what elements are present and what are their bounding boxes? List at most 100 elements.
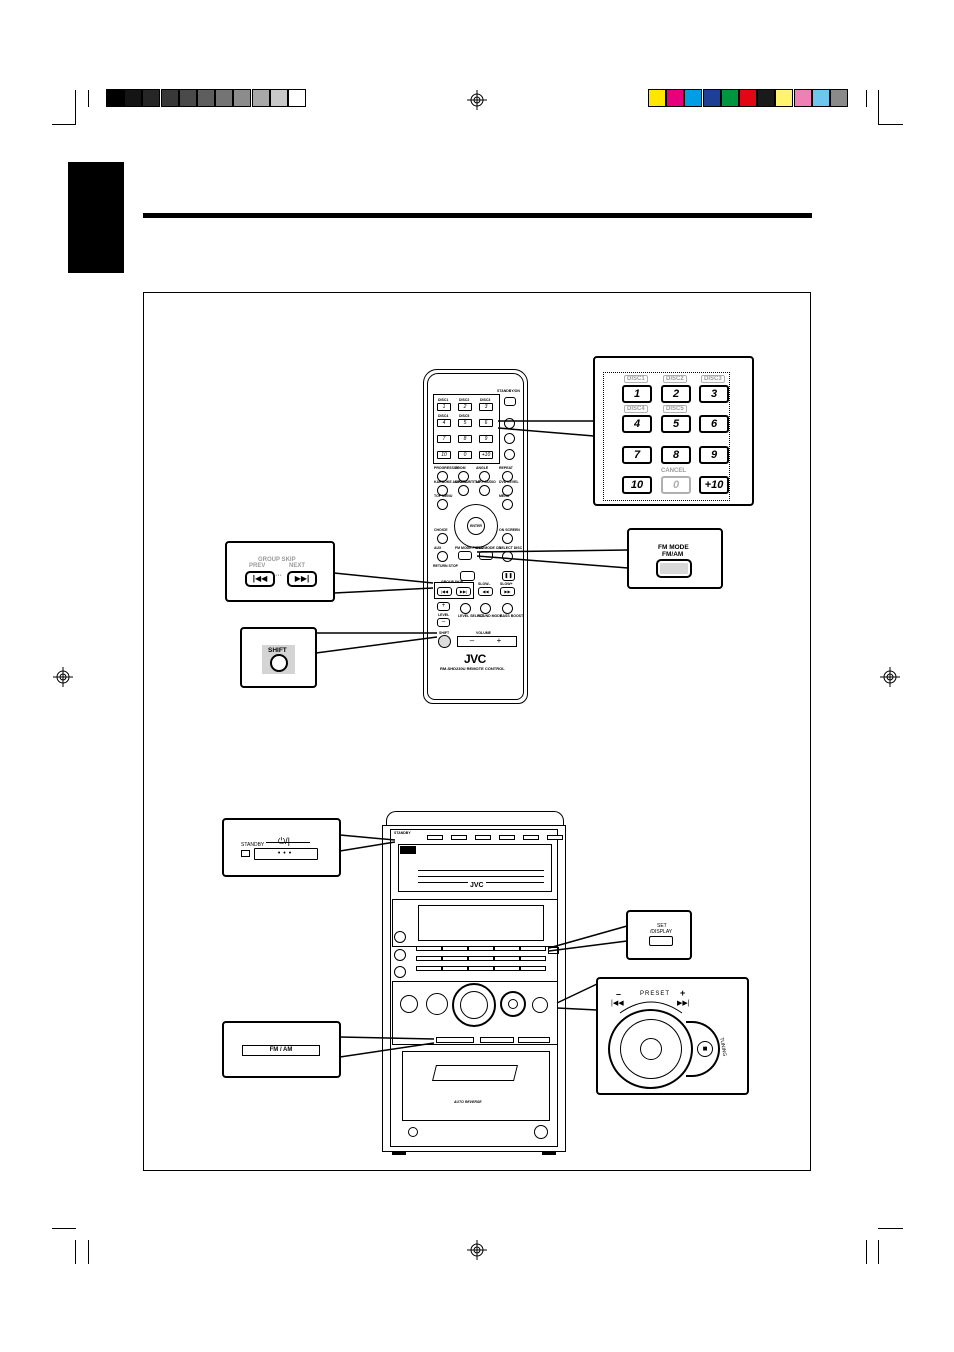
disc-key-6[interactable]: 6 <box>699 415 729 433</box>
side-round-button[interactable] <box>394 966 406 978</box>
remote-number-key[interactable]: 4 <box>437 419 451 427</box>
remote-level-minus-button[interactable]: – <box>437 618 450 627</box>
function-button[interactable] <box>494 966 520 971</box>
remote-function-button[interactable] <box>437 551 448 562</box>
function-button[interactable] <box>494 946 520 951</box>
fm-mode-button[interactable] <box>656 559 692 578</box>
demo-button[interactable] <box>534 1125 548 1139</box>
remote-next-button[interactable]: ▶▶| <box>456 587 471 596</box>
remote-function-button[interactable] <box>437 485 448 496</box>
function-button[interactable] <box>416 966 442 971</box>
function-button[interactable] <box>494 956 520 961</box>
remote-function-button[interactable] <box>437 499 448 510</box>
remote-function-button[interactable] <box>437 471 448 482</box>
set-display-button[interactable] <box>649 936 673 946</box>
unit-tape-button[interactable] <box>480 1037 514 1043</box>
disc-key-0[interactable]: 0 <box>661 476 691 494</box>
standby-button[interactable]: ••• <box>254 848 318 860</box>
disc-select-button[interactable] <box>427 835 443 840</box>
function-button[interactable] <box>520 956 546 961</box>
function-button[interactable] <box>442 946 468 951</box>
remote-number-key[interactable]: 9 <box>479 435 493 443</box>
remote-volume-plus[interactable]: + <box>496 636 502 645</box>
remote-group-skip-keys[interactable] <box>434 582 474 599</box>
remote-function-button[interactable] <box>502 471 513 482</box>
remote-play-button[interactable] <box>460 571 475 581</box>
remote-function-button[interactable] <box>458 471 469 482</box>
remote-cursor-ring[interactable] <box>454 504 498 548</box>
remote-number-key[interactable]: 1 <box>437 403 451 411</box>
function-button[interactable] <box>520 966 546 971</box>
remote-number-key[interactable]: 10 <box>437 451 451 459</box>
function-button[interactable] <box>442 966 468 971</box>
tuning-dial[interactable] <box>500 991 526 1017</box>
remote-slow-plus-button[interactable]: ▶▶ <box>500 587 515 596</box>
disc-key-1[interactable]: 1 <box>622 385 652 403</box>
remote-volume-minus[interactable]: – <box>469 636 475 645</box>
remote-enter-button[interactable]: ENTER <box>467 517 485 535</box>
prev-button[interactable]: |◀◀ <box>245 571 275 587</box>
stop-square-icon[interactable]: ■ <box>697 1041 713 1057</box>
disc-key-2[interactable]: 2 <box>661 385 691 403</box>
remote-function-button[interactable] <box>479 485 490 496</box>
remote-function-button[interactable] <box>502 485 513 496</box>
multi-control-dial[interactable] <box>426 993 448 1015</box>
disc-select-button[interactable] <box>523 835 539 840</box>
function-button[interactable] <box>468 946 494 951</box>
disc-select-button[interactable] <box>451 835 467 840</box>
shift-button[interactable] <box>270 654 288 672</box>
left-jog-dial[interactable] <box>400 995 418 1013</box>
unit-fm-am-button[interactable] <box>436 1037 474 1043</box>
remote-function-button[interactable] <box>479 471 490 482</box>
remote-level-select-button[interactable] <box>460 603 471 614</box>
remote-volume-bar[interactable] <box>457 636 517 647</box>
remote-number-key[interactable]: 2 <box>458 403 472 411</box>
remote-set-button[interactable] <box>504 433 515 444</box>
disc-key-4[interactable]: 4 <box>622 415 652 433</box>
remote-prev-button[interactable]: |◀◀ <box>437 587 452 596</box>
next-button[interactable]: ▶▶| <box>287 571 317 587</box>
disc-key-8[interactable]: 8 <box>661 446 691 464</box>
disc-select-button[interactable] <box>547 835 563 840</box>
remote-number-key[interactable]: 7 <box>437 435 451 443</box>
remote-function-button[interactable] <box>502 499 513 510</box>
function-button[interactable] <box>416 946 442 951</box>
tuning-knob-center[interactable] <box>640 1038 662 1060</box>
remote-pause-button[interactable]: ❚❚ <box>502 571 515 581</box>
remote-level-plus-button[interactable]: + <box>437 602 450 611</box>
volume-knob[interactable] <box>452 983 496 1027</box>
remote-function-button[interactable] <box>437 533 448 544</box>
disc-key-plus10[interactable]: +10 <box>699 476 729 494</box>
function-button[interactable] <box>416 956 442 961</box>
disc-key-3[interactable]: 3 <box>699 385 729 403</box>
remote-number-key[interactable]: 3 <box>479 403 493 411</box>
remote-slow-minus-button[interactable]: ◀◀ <box>478 587 493 596</box>
disc-key-10[interactable]: 10 <box>622 476 652 494</box>
remote-sound-mode-button[interactable] <box>480 603 491 614</box>
remote-number-key[interactable]: +10 <box>479 451 493 459</box>
remote-function-button[interactable] <box>458 485 469 496</box>
remote-number-key[interactable]: 0 <box>458 451 472 459</box>
disc-key-7[interactable]: 7 <box>622 446 652 464</box>
disc-key-9[interactable]: 9 <box>699 446 729 464</box>
remote-function-button[interactable] <box>502 533 513 544</box>
function-button[interactable] <box>468 966 494 971</box>
fm-am-button[interactable]: FM / AM <box>242 1045 320 1056</box>
remote-number-key[interactable]: 5 <box>458 419 472 427</box>
side-round-button[interactable] <box>394 931 406 943</box>
disc-select-button[interactable] <box>499 835 515 840</box>
disc-select-button[interactable] <box>475 835 491 840</box>
remote-bass-boost-button[interactable] <box>502 603 513 614</box>
function-button[interactable] <box>442 956 468 961</box>
remote-number-key[interactable]: 6 <box>479 419 493 427</box>
remote-function-button[interactable] <box>458 551 472 560</box>
unit-aux-button[interactable] <box>518 1037 550 1043</box>
remote-play-mode-button[interactable] <box>504 449 515 460</box>
stop-button[interactable] <box>532 997 548 1013</box>
side-round-button[interactable] <box>394 949 406 961</box>
remote-number-key[interactable]: 8 <box>458 435 472 443</box>
function-button[interactable] <box>468 956 494 961</box>
remote-standby-button[interactable] <box>504 397 516 406</box>
function-button[interactable] <box>520 946 546 951</box>
disc-key-5[interactable]: 5 <box>661 415 691 433</box>
